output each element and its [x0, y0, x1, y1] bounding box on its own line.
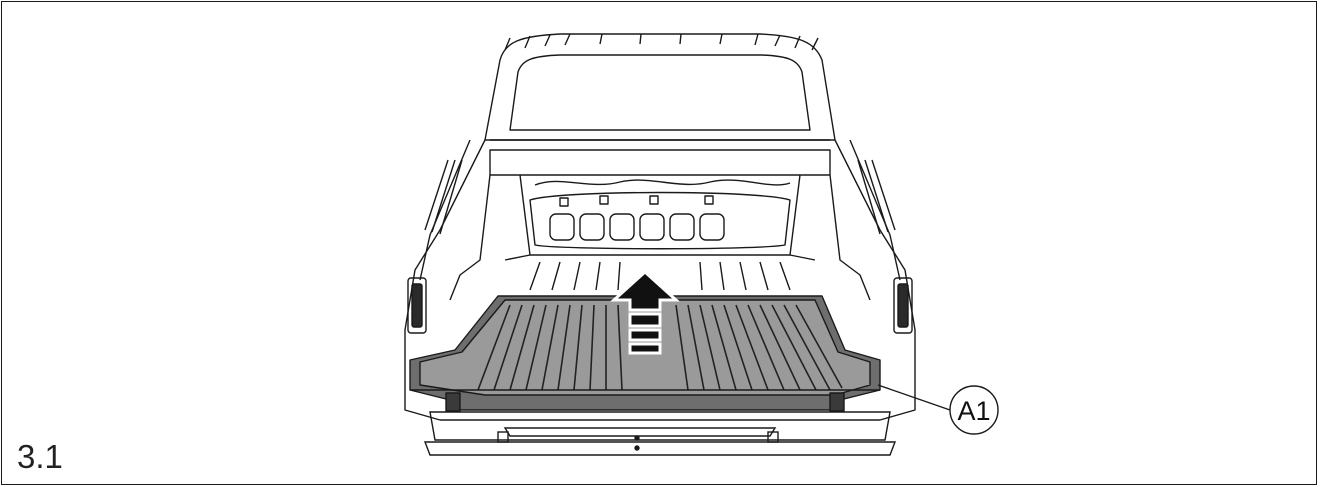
callout-label: A1 — [957, 396, 990, 426]
rear-window — [509, 54, 811, 131]
tailgate — [429, 411, 891, 441]
step-number: 3.1 — [17, 438, 63, 475]
right-body-side — [834, 139, 916, 421]
bulkhead-openings — [549, 213, 725, 241]
callout-a1 — [877, 384, 999, 435]
left-body-side — [404, 139, 486, 421]
bed-liner — [409, 295, 881, 412]
cab-outline — [484, 33, 836, 141]
install-direction-arrow — [610, 269, 680, 355]
